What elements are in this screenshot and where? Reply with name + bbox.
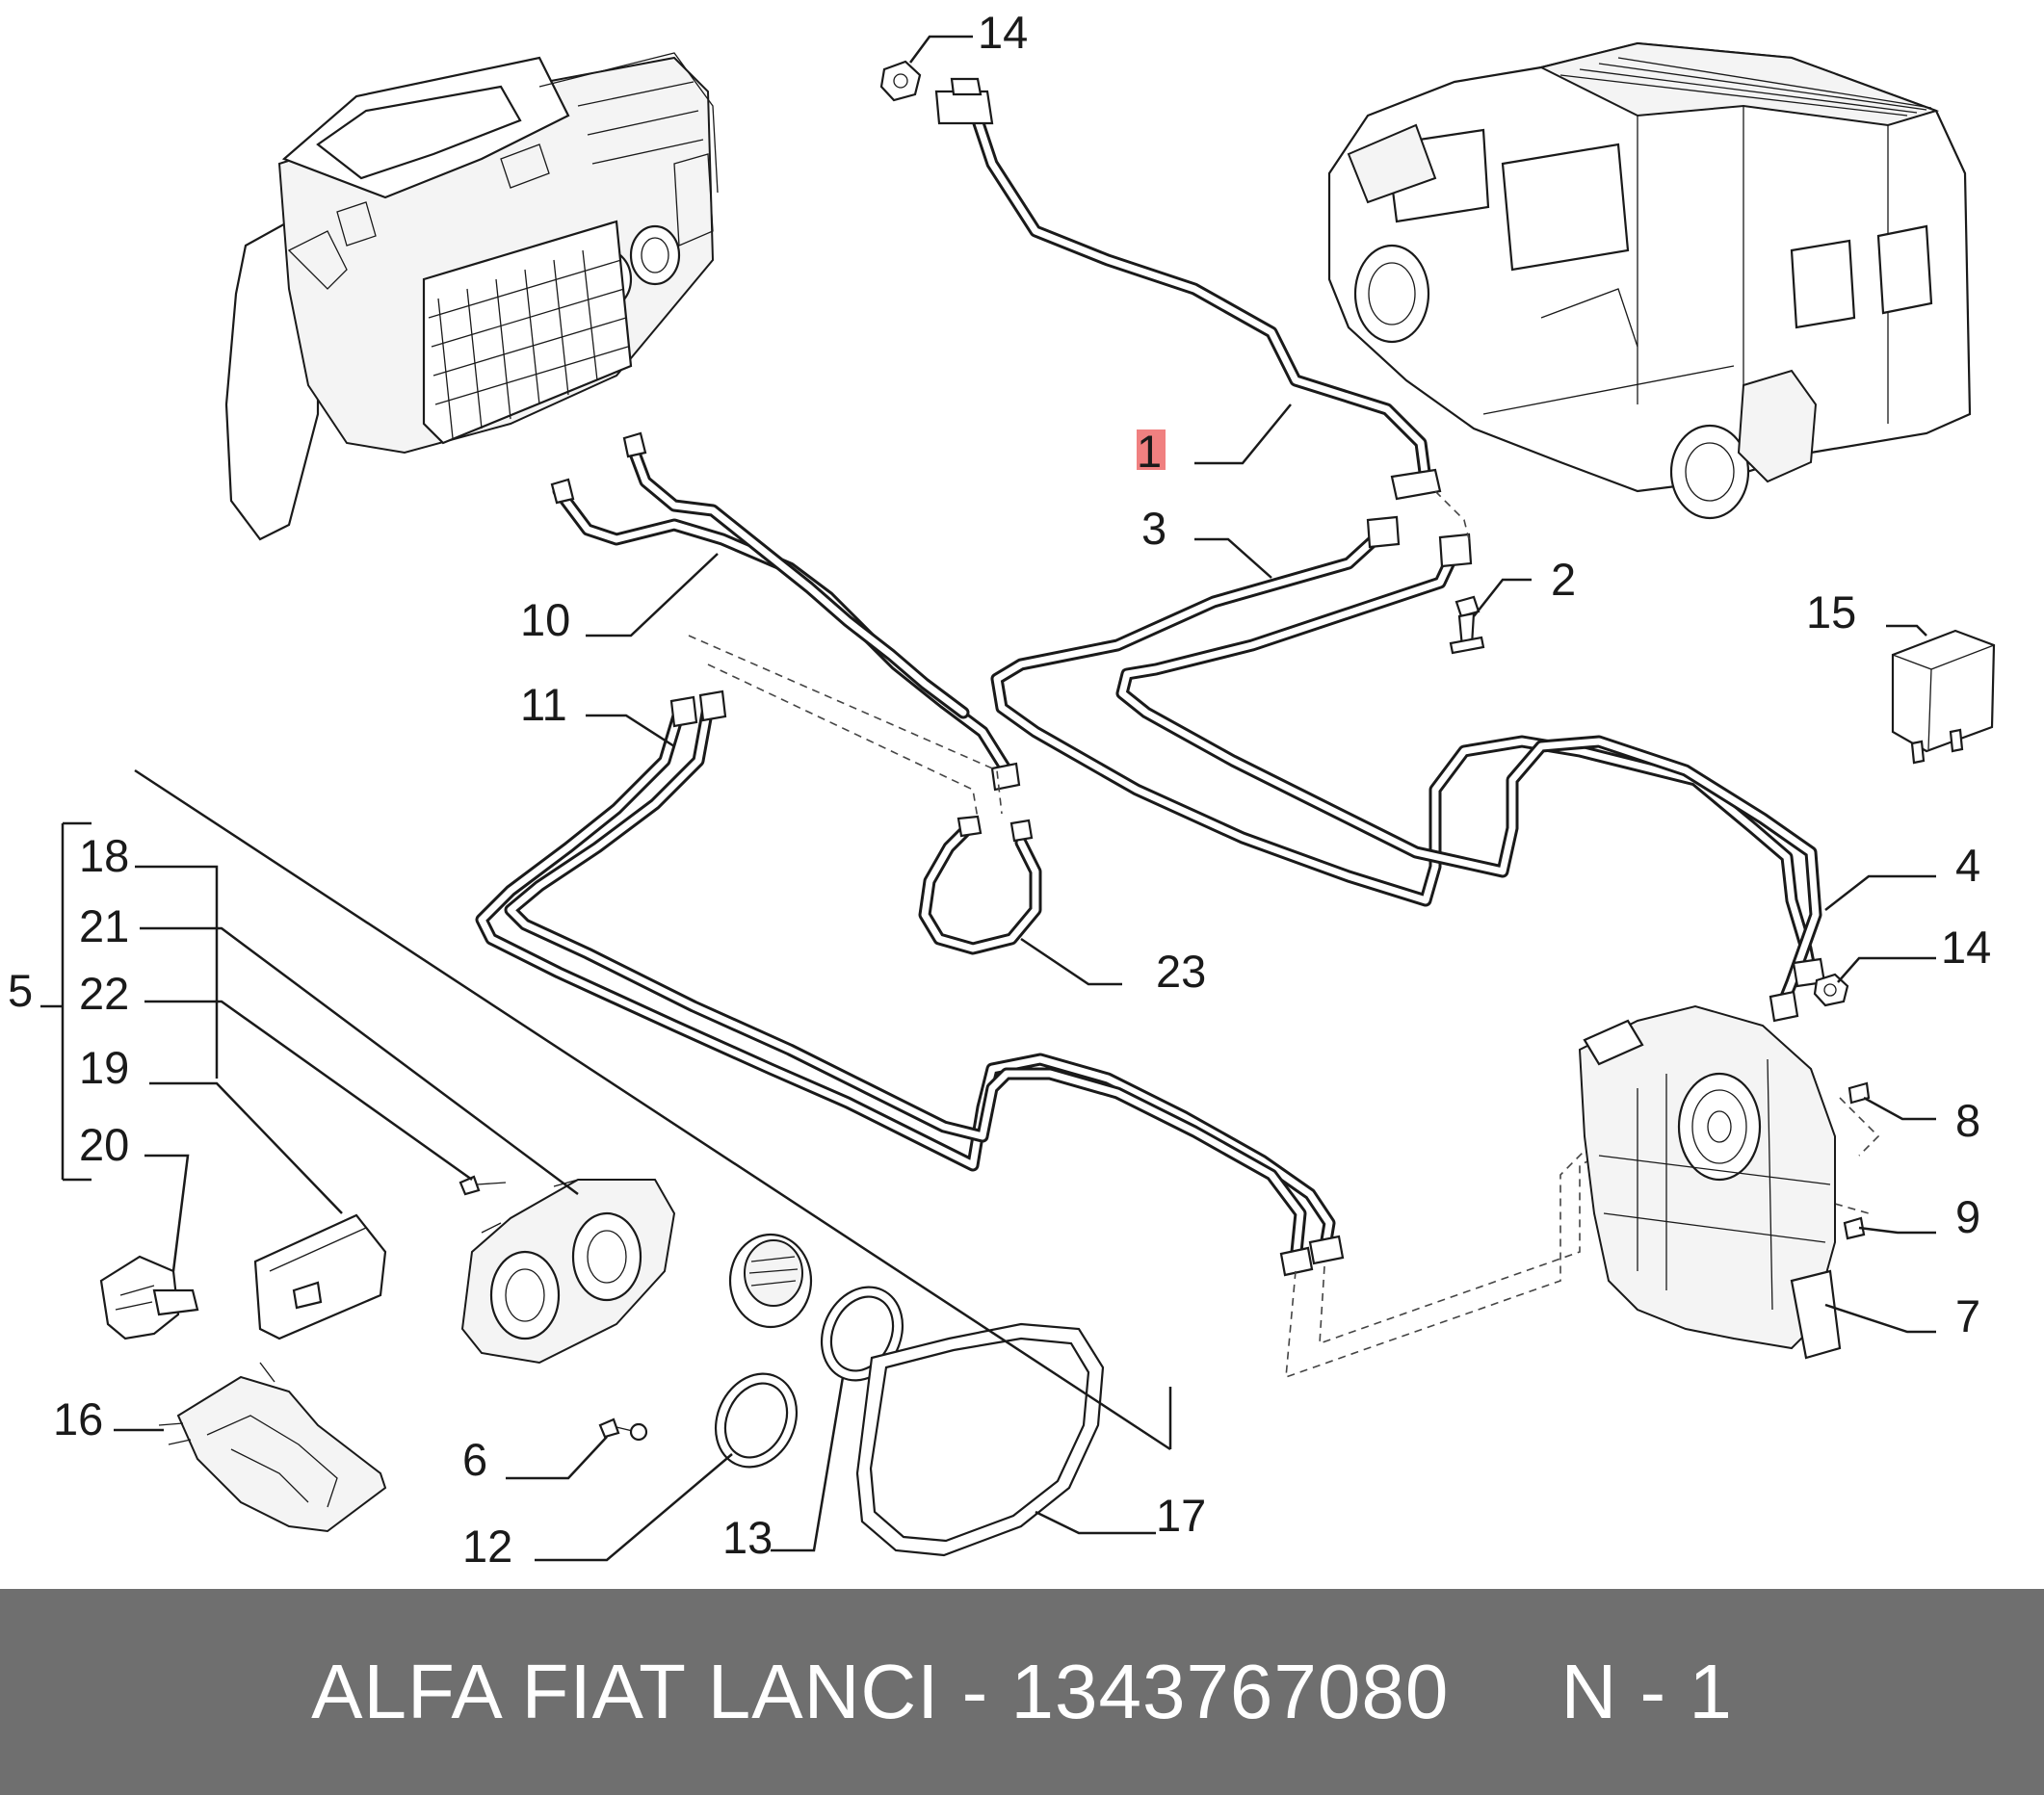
callout-19[interactable]: 19	[79, 1042, 129, 1093]
screw-part-6	[598, 1418, 648, 1442]
callout-4[interactable]: 4	[1955, 840, 1980, 891]
callout-23[interactable]: 23	[1156, 946, 1206, 997]
parts-diagram: 1 2 3 4 5 6 7 8 9 10 11 12 13 14 14 15 1…	[8, 7, 1996, 1572]
hose-part-1	[934, 77, 1442, 501]
callout-17[interactable]: 17	[1156, 1490, 1206, 1541]
rear-heater-unit	[1578, 1004, 1871, 1360]
part-number-caption: ALFA FIAT LANCI - 1343767080 N - 1	[311, 1649, 1733, 1734]
actuator-part-20	[99, 1255, 199, 1340]
assembly-dash-lines	[688, 490, 1880, 1379]
leader-lines	[40, 35, 1936, 1562]
callout-20[interactable]: 20	[79, 1119, 129, 1170]
underbody-pipes-3-4	[990, 515, 1826, 1023]
screw-part-22	[459, 1175, 507, 1196]
callout-10[interactable]: 10	[520, 594, 570, 645]
callout-3[interactable]: 3	[1141, 503, 1166, 554]
callout-13[interactable]: 13	[722, 1512, 773, 1563]
callout-labels: 1 2 3 4 5 6 7 8 9 10 11 12 13 14 14 15 1…	[8, 7, 1991, 1572]
gasket-part-12	[714, 1372, 799, 1469]
front-hvac-unit	[224, 52, 719, 541]
bracket-part-16	[158, 1362, 387, 1533]
callout-1-highlight	[1137, 429, 1166, 470]
hose-part-23	[918, 815, 1042, 955]
callout-16[interactable]: 16	[53, 1393, 103, 1444]
callout-11[interactable]: 11	[520, 679, 567, 730]
callout-2[interactable]: 2	[1551, 554, 1576, 605]
hose-part-10	[550, 431, 1021, 792]
callout-21[interactable]: 21	[79, 900, 129, 951]
callout-9[interactable]: 9	[1955, 1191, 1980, 1242]
gasket-part-17	[855, 1322, 1105, 1557]
callout-14-top[interactable]: 14	[978, 7, 1028, 58]
vent-knob-part-21	[728, 1233, 813, 1329]
callout-22[interactable]: 22	[79, 968, 129, 1019]
hose-part-11	[475, 689, 1345, 1277]
callout-1[interactable]: 1	[1137, 426, 1162, 477]
callout-7[interactable]: 7	[1955, 1290, 1980, 1341]
callout-5[interactable]: 5	[8, 965, 33, 1016]
van-illustration	[1327, 41, 1972, 520]
relay-part-15	[1891, 629, 1996, 765]
callout-15[interactable]: 15	[1806, 586, 1856, 637]
callout-12[interactable]: 12	[462, 1521, 512, 1572]
control-board-part-19	[253, 1213, 387, 1340]
callout-6[interactable]: 6	[462, 1434, 487, 1485]
callout-18[interactable]: 18	[79, 830, 129, 881]
footer-bar: ALFA FIAT LANCI - 1343767080 N - 1	[0, 1589, 2044, 1795]
callout-14-right[interactable]: 14	[1941, 922, 1991, 973]
callout-8[interactable]: 8	[1955, 1095, 1980, 1146]
vent-housing-part-18	[460, 1179, 676, 1365]
